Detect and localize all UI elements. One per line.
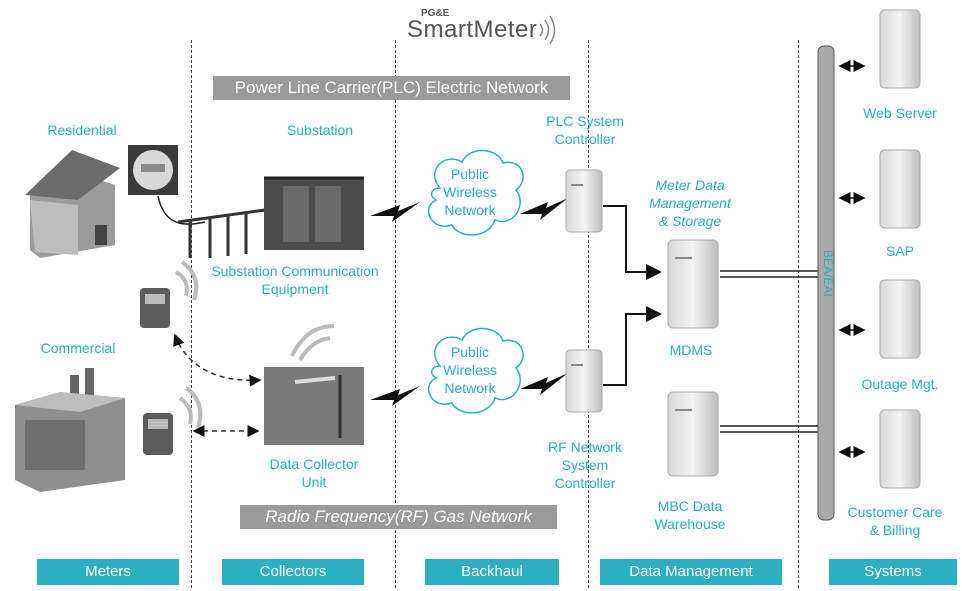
footer-systems: Systems bbox=[829, 559, 957, 585]
mbc-label: MBC Data Warehouse bbox=[654, 498, 726, 532]
substation-label: Substation bbox=[286, 122, 354, 138]
public-wireless-label-1: Public Wireless Network bbox=[443, 166, 497, 218]
public-wireless-label-2: Public Wireless Network bbox=[443, 344, 497, 396]
footer-data-management: Data Management bbox=[600, 559, 782, 585]
power-poles-icon bbox=[177, 208, 266, 258]
rf-controller-server-icon bbox=[565, 349, 603, 413]
wireless-bolt-icons bbox=[370, 198, 568, 406]
plc-to-mdms-arrow bbox=[603, 205, 662, 280]
plc-network-banner: Power Line Carrier(PLC) Electric Network bbox=[213, 76, 570, 100]
rf-link-residential bbox=[173, 333, 262, 387]
divider-collectors-backhaul bbox=[395, 40, 396, 588]
substation-comm-label: Substation Communication Equipment bbox=[211, 263, 379, 297]
divider-backhaul-datamgmt bbox=[588, 40, 589, 588]
customer-care-label: Customer Care & Billing bbox=[847, 504, 943, 538]
outage-server-icon bbox=[879, 279, 921, 359]
customer-care-server-icon bbox=[879, 409, 921, 489]
data-collector-icon bbox=[264, 367, 364, 445]
sap-server-icon bbox=[879, 149, 921, 229]
web-server-label: Web Server bbox=[863, 105, 937, 121]
mdms-label: MDMS bbox=[669, 342, 713, 358]
divider-datamgmt-systems bbox=[798, 40, 799, 588]
substation-equipment-icon bbox=[264, 176, 364, 250]
gas-meter-icon-commercial bbox=[143, 413, 173, 455]
electric-meter-icon bbox=[128, 145, 178, 195]
rf-controller-label: RF Network System Controller bbox=[548, 439, 622, 491]
cloud-icon-plc bbox=[427, 149, 524, 236]
mdms-server-icon bbox=[667, 239, 719, 329]
bea-eai-bus bbox=[817, 45, 835, 521]
data-collector-label: Data Collector Unit bbox=[269, 456, 359, 490]
factory-icon bbox=[15, 368, 125, 492]
rf-network-banner: Radio Frequency(RF) Gas Network bbox=[240, 505, 557, 529]
bea-eai-label: BEA/EAI bbox=[821, 250, 835, 297]
plc-controller-label: PLC System Controller bbox=[546, 113, 624, 147]
meter-data-mgmt-label: Meter Data Management & Storage bbox=[649, 177, 731, 229]
outage-label: Outage Mgt. bbox=[861, 376, 939, 392]
gas-meter-icon-residential bbox=[140, 288, 170, 328]
residential-label: Residential bbox=[47, 122, 117, 138]
footer-meters: Meters bbox=[37, 559, 179, 585]
sap-label: SAP bbox=[885, 243, 914, 259]
logo-brand-small: PG&E bbox=[421, 8, 450, 19]
rf-to-mdms-arrow bbox=[603, 306, 662, 386]
divider-meters-collectors bbox=[191, 40, 192, 588]
signal-icon-residential bbox=[174, 260, 199, 301]
cloud-icon-rf bbox=[427, 327, 524, 414]
footer-backhaul: Backhaul bbox=[425, 559, 559, 585]
house-icon bbox=[25, 150, 120, 258]
signal-icon-commercial bbox=[178, 386, 203, 429]
plc-controller-server-icon bbox=[565, 169, 603, 233]
logo-signal-icon bbox=[539, 15, 556, 45]
signal-icon-collector bbox=[290, 324, 335, 362]
mbc-server-icon bbox=[667, 391, 719, 477]
footer-collectors: Collectors bbox=[222, 559, 364, 585]
bus-connectors bbox=[720, 270, 818, 433]
commercial-label: Commercial bbox=[40, 340, 116, 356]
logo-brand-main: SmartMeter bbox=[407, 16, 538, 43]
system-arrows bbox=[838, 60, 866, 458]
web-server-icon bbox=[879, 9, 921, 89]
